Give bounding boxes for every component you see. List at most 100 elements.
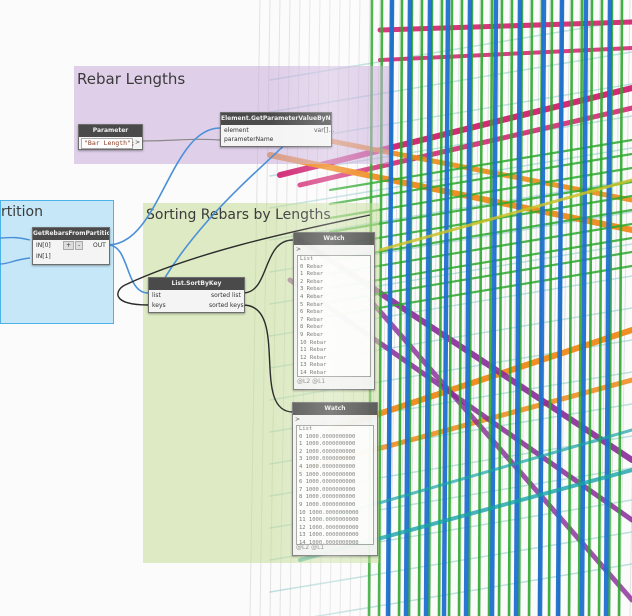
background-rebar (609, 0, 621, 616)
input-port-list[interactable]: list (152, 292, 161, 299)
list-item: 14 Rebar (300, 369, 327, 376)
code-block-input[interactable]: "Bar Length"; (81, 138, 135, 149)
input-port[interactable]: > (296, 246, 302, 253)
green-stirrup (447, 0, 454, 616)
wire[interactable] (0, 236, 31, 241)
get-parameter-node[interactable]: Element.GetParameterValueByName element … (220, 112, 335, 147)
list-item: 10 Rebar (300, 339, 327, 346)
list-item: 9 1000.0000000000 (299, 501, 356, 508)
node-title: Element.GetParameterValueByName (221, 113, 331, 125)
node-title: Watch (294, 233, 374, 245)
list-item: 10 1000.0000000000 (299, 509, 359, 516)
list-item: 5 Rebar (300, 301, 324, 308)
input-port-keys[interactable]: keys (152, 302, 166, 309)
output-port[interactable]: > (135, 139, 141, 146)
node-title: Watch (293, 403, 377, 415)
green-tie (328, 208, 632, 262)
remove-input-button[interactable]: - (75, 241, 84, 250)
blue-rebar (555, 0, 565, 616)
group-title: Sorting Rebars by Lengths (146, 207, 331, 223)
wire[interactable] (242, 239, 294, 294)
blue-rebar (403, 0, 413, 616)
background-rebar (519, 0, 531, 616)
green-tie (328, 236, 632, 290)
input-port-in0[interactable]: IN[0] (36, 242, 51, 249)
green-tie (328, 166, 632, 220)
list-item: 11 Rebar (300, 347, 327, 354)
list-item: 4 Rebar (300, 293, 324, 300)
wire[interactable] (117, 214, 371, 306)
green-stirrup (577, 0, 584, 616)
tie-rebar (269, 531, 632, 593)
list-item: 0 1000.0000000000 (299, 433, 356, 440)
parameter-node[interactable]: Parameter "Bar Length"; > (78, 124, 143, 150)
wire[interactable] (242, 304, 294, 413)
node-title: GetRebarsFromPartition (33, 228, 109, 240)
green-stirrup (587, 0, 594, 616)
green-stirrup (527, 0, 534, 616)
input-port-element[interactable]: element (224, 127, 249, 134)
background-rebar (389, 0, 401, 616)
output-port[interactable]: OUT (93, 242, 106, 249)
green-tie (328, 222, 632, 276)
green-tie (328, 250, 632, 304)
list-item: 3 1000.0000000000 (299, 456, 356, 463)
list-item: 7 Rebar (300, 316, 324, 323)
watch-footer: @L2 @L1 (296, 544, 325, 551)
background-rebar (589, 0, 601, 616)
blue-rebar (579, 0, 589, 616)
tie-rebar (313, 563, 632, 616)
background-rebar (409, 0, 421, 616)
wire[interactable] (107, 127, 221, 246)
input-port[interactable]: > (295, 416, 301, 423)
background-rebar (529, 0, 541, 616)
wire[interactable] (0, 257, 31, 265)
green-stirrup (567, 0, 574, 616)
list-item: 12 Rebar (300, 354, 327, 361)
blue-rebar (423, 0, 433, 616)
green-stirrup (507, 0, 514, 616)
green-stirrup (497, 0, 504, 616)
blue-rebar (489, 0, 499, 616)
list-item: 0 Rebar (300, 263, 324, 270)
input-port-in1[interactable]: IN[1] (36, 253, 51, 260)
list-item: 5 1000.0000000000 (299, 471, 356, 478)
green-stirrup (617, 0, 624, 616)
list-item: 2 1000.0000000000 (299, 448, 356, 455)
output-port-sorted-list[interactable]: sorted list (211, 292, 241, 299)
list-item: 4 1000.0000000000 (299, 463, 356, 470)
add-input-button[interactable]: + (63, 241, 75, 250)
list-header: List (300, 256, 314, 262)
get-rebars-node[interactable]: GetRebarsFromPartition IN[0] IN[1] + - O… (32, 227, 110, 265)
green-stirrup (417, 0, 424, 616)
input-port-parameter-name[interactable]: parameterName (224, 136, 274, 143)
list-item: 3 Rebar (300, 286, 324, 293)
blue-rebar (513, 0, 523, 616)
output-port-sorted-keys[interactable]: sorted keys (209, 302, 244, 309)
green-stirrup (397, 0, 404, 616)
wire[interactable] (140, 138, 221, 142)
green-stirrup (597, 0, 604, 616)
output-port[interactable]: var[]... (314, 127, 335, 134)
blue-rebar (603, 0, 613, 616)
list-item: 9 Rebar (300, 331, 324, 338)
node-title: List.SortByKey (149, 278, 244, 290)
sort-by-key-node[interactable]: List.SortByKey list keys sorted list sor… (148, 277, 245, 313)
list-item: 1 1000.0000000000 (299, 441, 356, 448)
blue-rebar (385, 0, 395, 616)
list-item: 7 1000.0000000000 (299, 486, 356, 493)
wire[interactable] (107, 244, 149, 294)
group-title: Rebar Lengths (77, 70, 186, 88)
watch-footer: @L2 @L1 (297, 378, 326, 385)
green-tie (328, 264, 632, 318)
background-rebar (479, 0, 491, 616)
list-item: 11 1000.0000000000 (299, 517, 359, 524)
group-title: rtition (1, 204, 43, 220)
background-rebar (449, 0, 461, 616)
yellow-rebar (378, 178, 632, 252)
